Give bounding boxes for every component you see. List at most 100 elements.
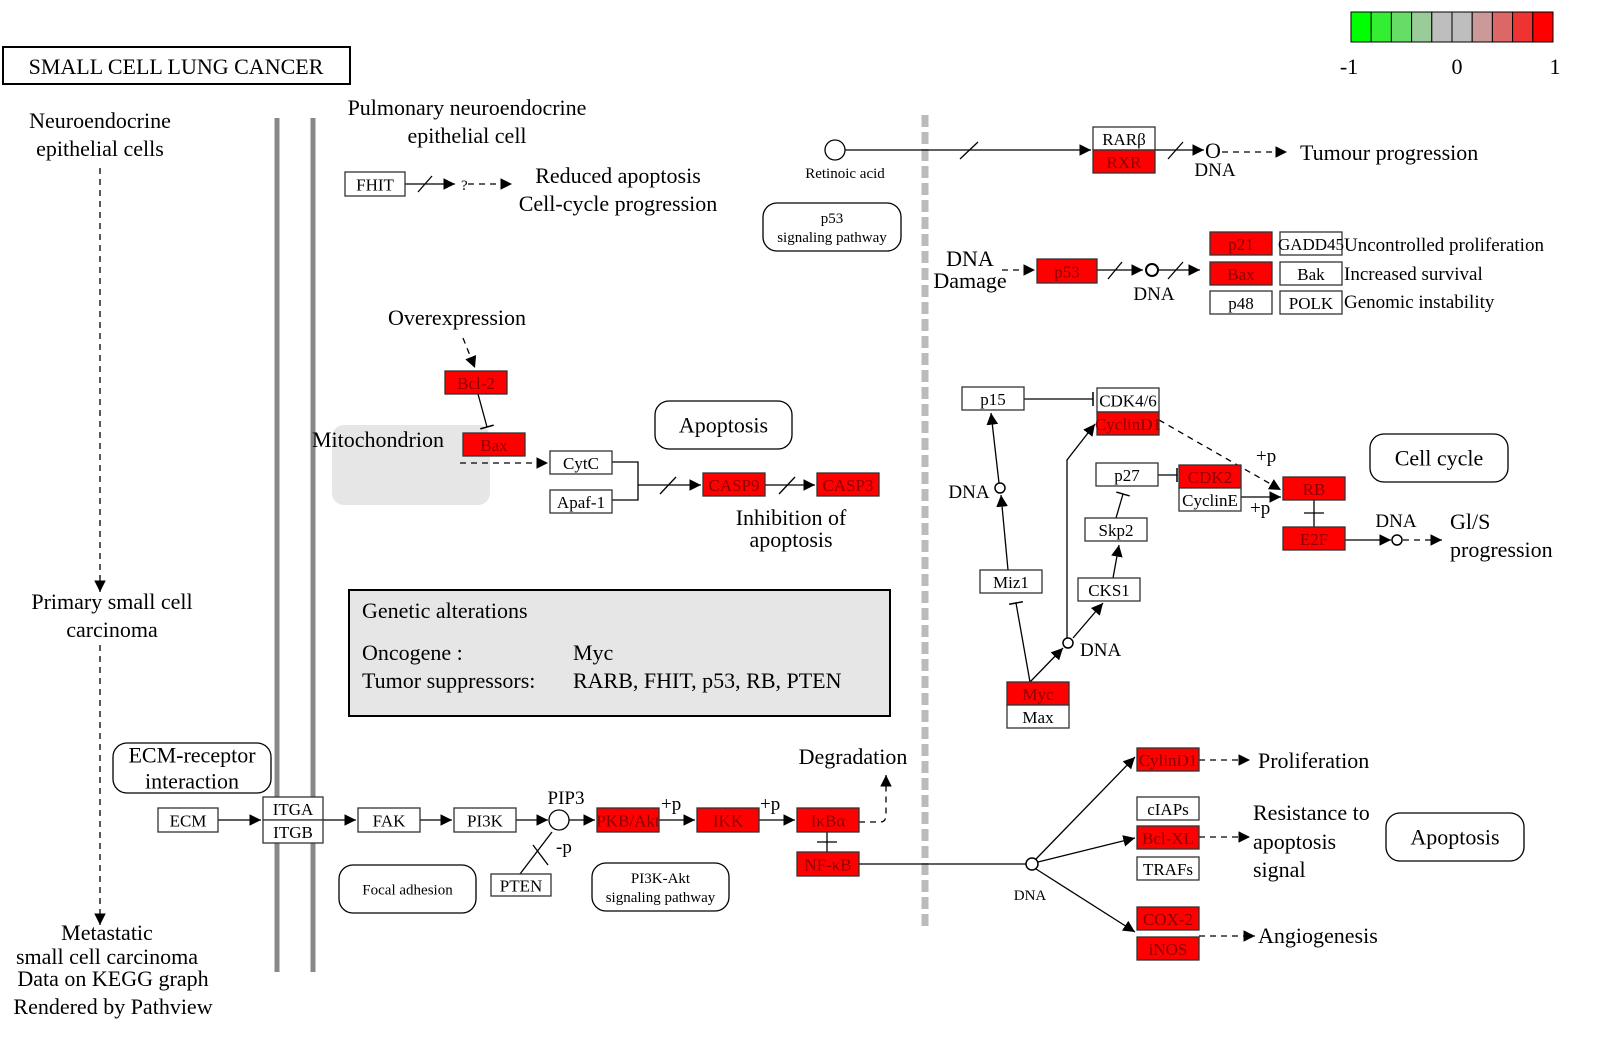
gene-node-p53[interactable]: p53 <box>1036 258 1098 284</box>
svg-text:+p: +p <box>760 794 780 815</box>
gene-node-cylind1[interactable]: CylinD1 <box>1136 747 1200 772</box>
svg-text:Apaf-1: Apaf-1 <box>557 493 605 512</box>
gene-node-p15[interactable]: p15 <box>961 386 1025 411</box>
gene-node-itga[interactable]: ITGA <box>262 796 324 821</box>
svg-text:CDK2: CDK2 <box>1188 468 1232 487</box>
svg-text:DNA: DNA <box>948 482 989 503</box>
gene-node-cks1[interactable]: CKS1 <box>1077 577 1141 602</box>
svg-text:Inhibition of: Inhibition of <box>736 505 847 530</box>
svg-text:O: O <box>1205 138 1221 163</box>
gene-node-gadd45[interactable]: GADD45 <box>1278 231 1344 256</box>
legend-swatch <box>1370 11 1392 43</box>
gene-node-ciaps[interactable]: cIAPs <box>1136 796 1200 821</box>
gene-node-skp2[interactable]: Skp2 <box>1084 517 1148 542</box>
legend-swatch <box>1411 11 1433 43</box>
footer-renderer: Rendered by Pathview <box>13 994 212 1019</box>
legend-swatch <box>1491 11 1514 43</box>
gene-node-cyclind1[interactable]: CyclinD1 <box>1095 411 1161 436</box>
svg-text:PKB/Akt: PKB/Akt <box>596 812 660 831</box>
svg-text:PIP3: PIP3 <box>548 788 585 809</box>
gene-node-cdk2[interactable]: CDK2 <box>1178 464 1242 489</box>
gene-node-casp9[interactable]: CASP9 <box>702 472 766 497</box>
svg-text:GADD45: GADD45 <box>1278 235 1344 254</box>
gene-node-rar-[interactable]: RARβ <box>1092 126 1156 151</box>
svg-text:Degradation: Degradation <box>799 744 908 769</box>
svg-text:RXR: RXR <box>1107 153 1143 172</box>
svg-text:SMALL CELL LUNG CANCER: SMALL CELL LUNG CANCER <box>29 54 324 79</box>
gene-node-i-b-[interactable]: IκBα <box>796 807 860 833</box>
svg-text:p48: p48 <box>1228 294 1254 313</box>
svg-text:ECM-receptor: ECM-receptor <box>128 743 256 768</box>
gene-node-inos[interactable]: iNOS <box>1136 936 1200 961</box>
legend-swatch <box>1431 11 1453 43</box>
gene-node-cox-2[interactable]: COX-2 <box>1136 906 1200 931</box>
gene-node-rb[interactable]: RB <box>1282 476 1346 501</box>
svg-text:Myc: Myc <box>573 640 614 665</box>
gene-node-myc[interactable]: Myc <box>1006 681 1070 706</box>
gene-node-p48[interactable]: p48 <box>1209 290 1273 315</box>
gene-node-nf-b[interactable]: NF-κB <box>796 851 860 877</box>
svg-text:CKS1: CKS1 <box>1088 581 1130 600</box>
svg-text:+p: +p <box>661 794 681 815</box>
gene-node-ikk[interactable]: IKK <box>696 807 760 833</box>
genetic-alterations-panel: Genetic alterations Oncogene : Myc Tumor… <box>348 589 891 717</box>
svg-text:CASP3: CASP3 <box>822 476 873 495</box>
svg-text:ITGB: ITGB <box>273 823 313 842</box>
svg-text:Cell cycle: Cell cycle <box>1395 446 1484 471</box>
svg-text:RARB, FHIT, p53, RB, PTEN: RARB, FHIT, p53, RB, PTEN <box>573 668 842 693</box>
edges: O <box>94 138 1442 942</box>
legend-swatch <box>1532 11 1554 43</box>
svg-text:Bak: Bak <box>1297 265 1325 284</box>
gene-node-apaf-1[interactable]: Apaf-1 <box>549 489 613 514</box>
svg-text:PTEN: PTEN <box>500 877 543 896</box>
gene-node-p27[interactable]: p27 <box>1095 462 1159 487</box>
gene-node-trafs[interactable]: TRAFs <box>1136 856 1200 881</box>
svg-text:PI3K-Akt: PI3K-Akt <box>631 871 691 887</box>
svg-text:Genomic instability: Genomic instability <box>1344 292 1495 313</box>
gene-node-itgb[interactable]: ITGB <box>262 819 324 844</box>
svg-text:CyclinE: CyclinE <box>1182 491 1238 510</box>
svg-text:Bcl-2: Bcl-2 <box>457 374 495 393</box>
gene-node-bax[interactable]: Bax <box>1209 261 1273 286</box>
gene-node-fak[interactable]: FAK <box>357 807 421 833</box>
svg-text:TRAFs: TRAFs <box>1143 860 1193 879</box>
gene-node-pi3k[interactable]: PI3K <box>453 807 517 833</box>
gene-node-bcl-2[interactable]: Bcl-2 <box>444 370 508 395</box>
gene-node-bak[interactable]: Bak <box>1279 261 1343 286</box>
svg-text:DNA: DNA <box>1133 284 1174 305</box>
svg-text:Reduced apoptosis: Reduced apoptosis <box>535 163 701 188</box>
gene-node-p21[interactable]: p21 <box>1209 231 1273 256</box>
svg-text:Pulmonary neuroendocrine: Pulmonary neuroendocrine <box>348 95 587 120</box>
legend-swatch <box>1471 11 1493 43</box>
gene-node-fhit[interactable]: FHIT <box>344 171 406 197</box>
pathway-map-link[interactable]: Cell cycle <box>1369 433 1509 483</box>
svg-text:progression: progression <box>1450 537 1553 562</box>
gene-node-bcl-xl[interactable]: Bcl-XL <box>1136 825 1200 850</box>
gene-node-max[interactable]: Max <box>1006 704 1070 729</box>
gene-node-polk[interactable]: POLK <box>1279 290 1343 315</box>
svg-text:Max: Max <box>1022 708 1054 727</box>
svg-text:p53: p53 <box>1054 263 1080 282</box>
gene-node-ecm[interactable]: ECM <box>157 807 219 833</box>
gene-node-cdk4-6[interactable]: CDK4/6 <box>1096 387 1160 413</box>
pathway-map-link[interactable]: Apoptosis <box>654 400 793 450</box>
gene-node-casp3[interactable]: CASP3 <box>816 472 880 497</box>
gene-node-e2f[interactable]: E2F <box>1282 526 1346 551</box>
pathway-map-link[interactable]: Focal adhesion <box>338 864 477 914</box>
gene-node-cycline[interactable]: CyclinE <box>1178 487 1242 512</box>
svg-text:DNA: DNA <box>1014 888 1047 904</box>
gene-node-pten[interactable]: PTEN <box>490 873 552 897</box>
gene-node-cytc[interactable]: CytC <box>549 450 613 475</box>
svg-text:COX-2: COX-2 <box>1143 910 1193 929</box>
pathway-map-link[interactable]: Apoptosis <box>1385 812 1525 862</box>
gene-node-bax[interactable]: Bax <box>462 432 526 457</box>
gene-node-miz1[interactable]: Miz1 <box>979 569 1043 594</box>
gene-node-rxr[interactable]: RXR <box>1092 149 1156 174</box>
legend-min: -1 <box>1340 54 1358 79</box>
svg-text:Mitochondrion: Mitochondrion <box>312 427 444 452</box>
svg-text:Angiogenesis: Angiogenesis <box>1258 923 1378 948</box>
gene-node-pkb-akt[interactable]: PKB/Akt <box>596 807 660 833</box>
